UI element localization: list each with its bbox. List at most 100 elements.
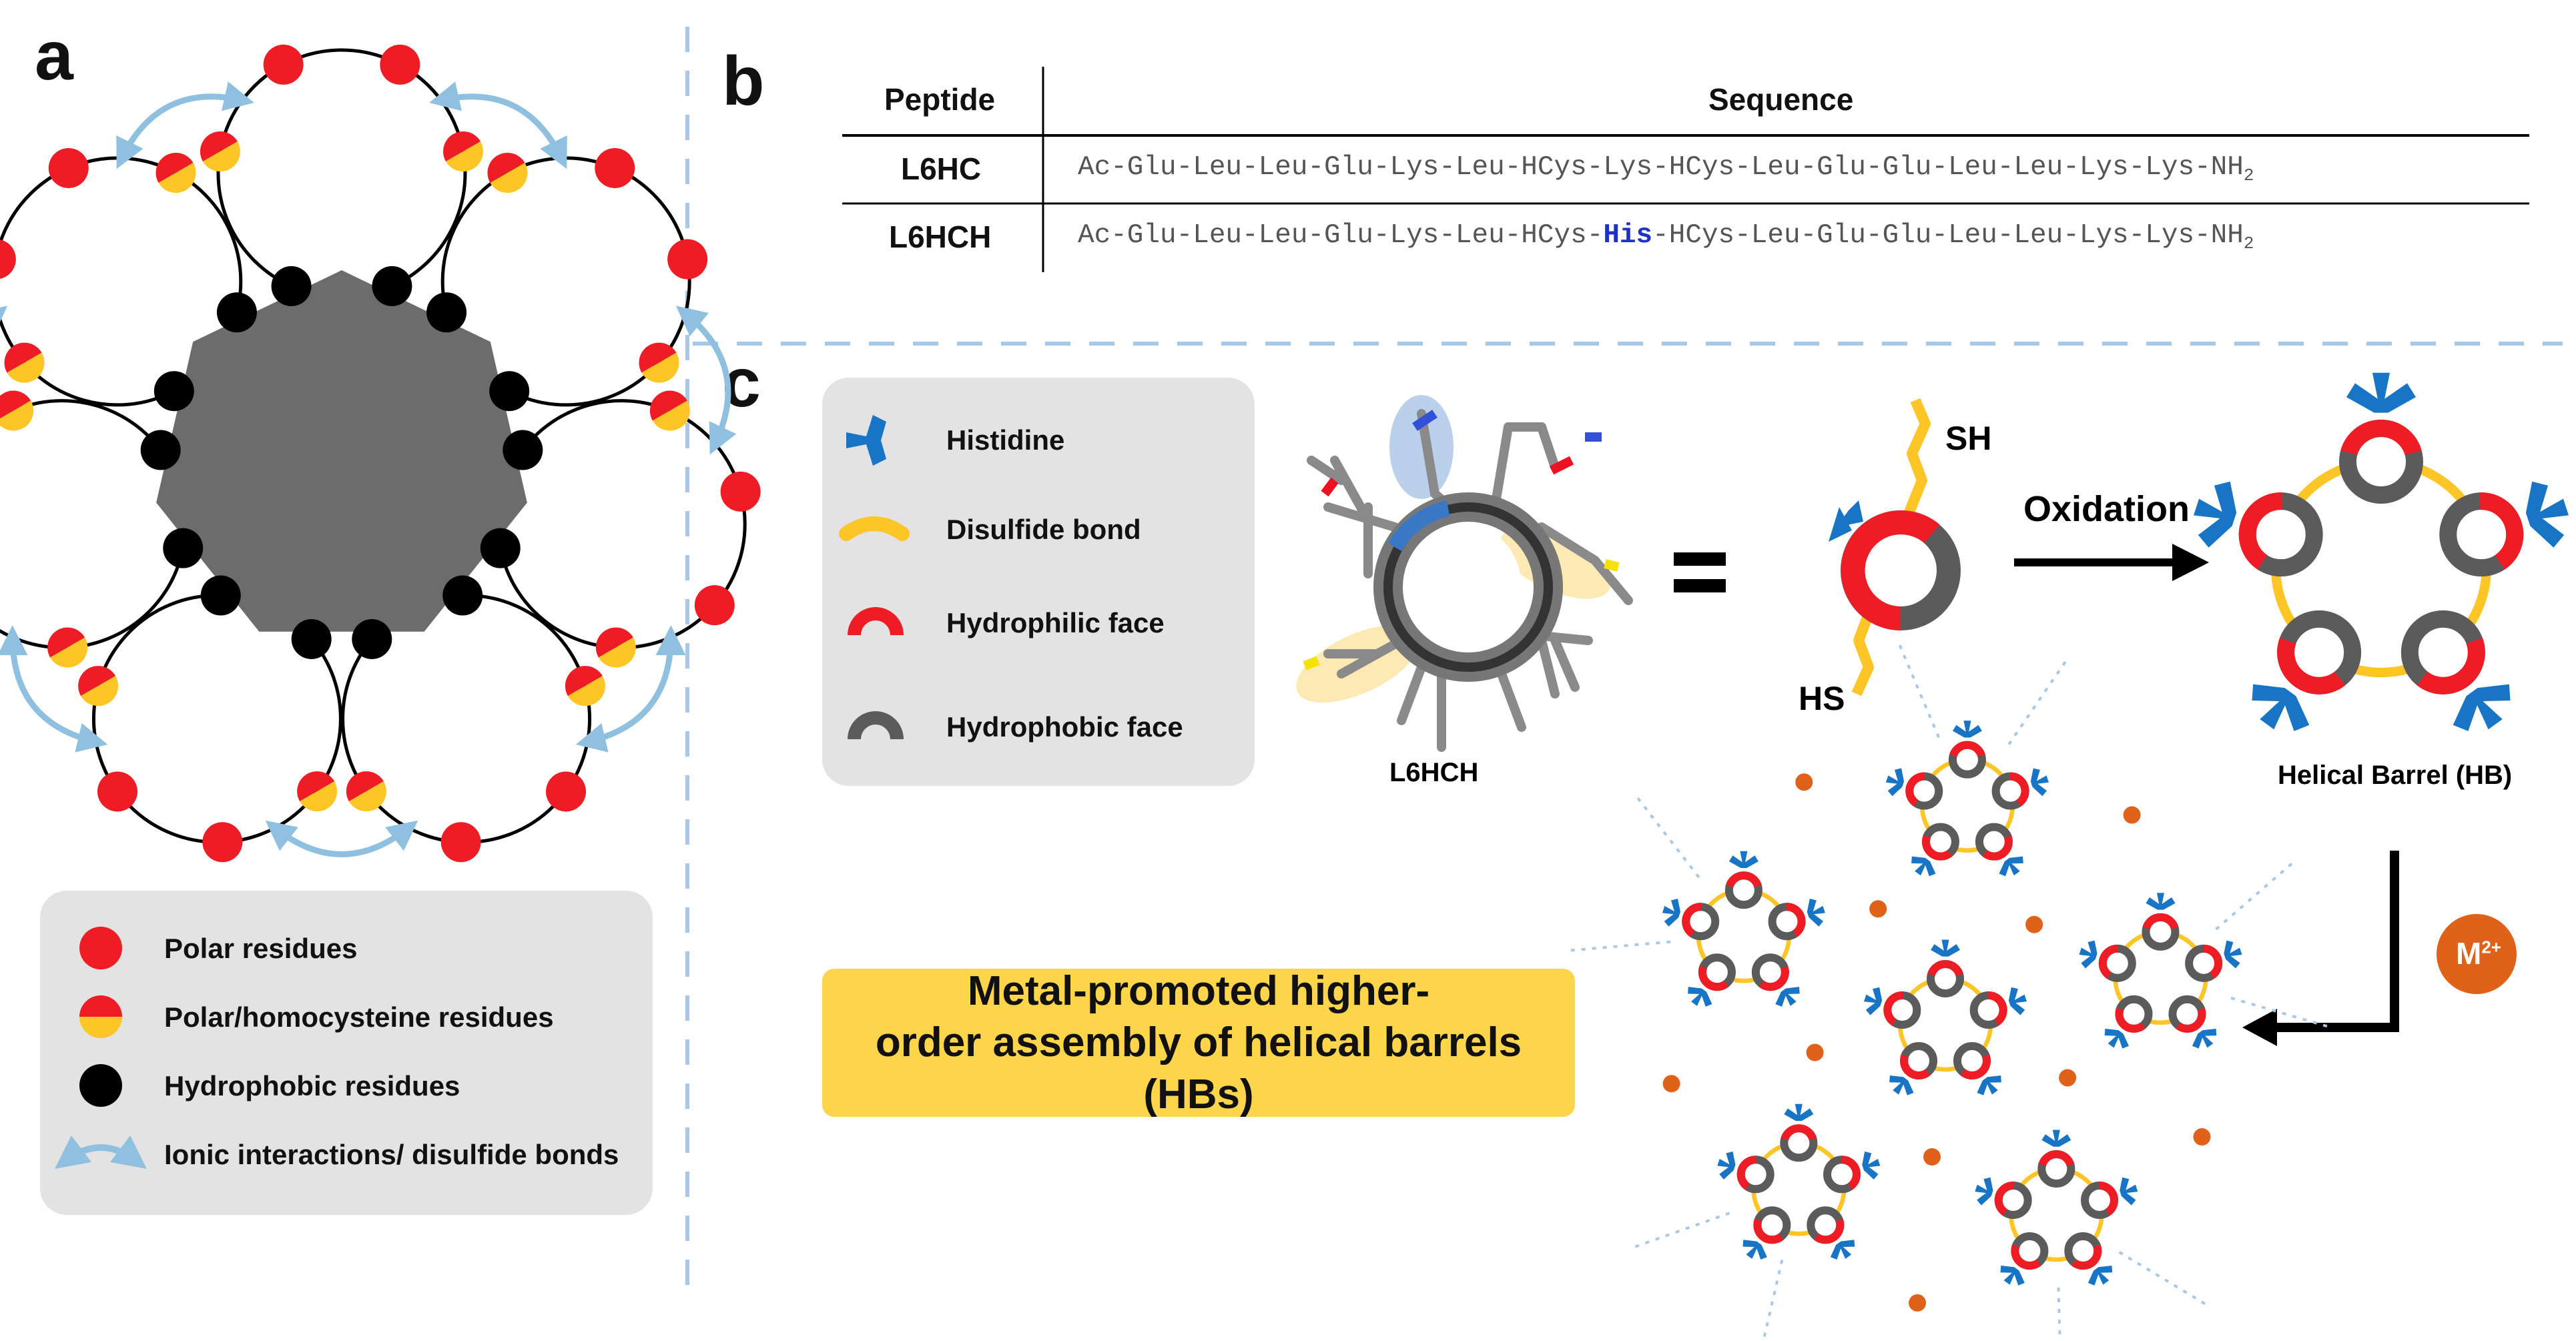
histidine-marker xyxy=(2252,684,2310,731)
histidine-marker xyxy=(2079,940,2098,969)
higher-order-assembly xyxy=(1570,644,2328,1341)
hydrophobic-face-icon xyxy=(848,711,904,740)
histidine-marker xyxy=(1911,856,1936,877)
double-arrow-icon xyxy=(55,1135,147,1170)
helix-hydrophilic xyxy=(1698,965,1729,991)
tether-line xyxy=(2230,996,2328,1028)
helix-hydrophilic xyxy=(2202,944,2223,979)
histidine-marker xyxy=(1977,1075,2001,1095)
helix-hydrophilic xyxy=(1994,1182,2014,1216)
side-chain-stick xyxy=(1590,556,1633,605)
histidine-marker xyxy=(2120,1177,2138,1206)
side-chain-stick xyxy=(1417,409,1439,498)
histidine-marker xyxy=(2008,987,2027,1015)
tether-line xyxy=(2057,1287,2061,1341)
disulfide-bond-icon xyxy=(839,516,910,541)
heptamer-schematic xyxy=(0,44,761,863)
histidine-marker xyxy=(1784,1103,1814,1122)
tether-line xyxy=(2118,1251,2206,1305)
hydrophobic-residue xyxy=(426,292,467,333)
metal-ion-badge xyxy=(2437,914,2517,994)
histidine-marker xyxy=(1975,1177,1993,1206)
helix-hydrophilic xyxy=(2071,1244,2102,1270)
helix-hydrophilic xyxy=(2098,1182,2119,1216)
legend-c-label-1: Disulfide bond xyxy=(946,514,1141,545)
panel-label-a: a xyxy=(35,17,73,95)
seq-0-pre: Ac-Glu-Leu-Leu-Glu-Lys-Leu-HCys- xyxy=(1078,152,1604,183)
polar-homocysteine-residue xyxy=(0,390,34,431)
hydrophobic-residue xyxy=(271,266,312,306)
helix-hydrophilic xyxy=(2238,492,2283,570)
hydrophobic-residue xyxy=(372,266,412,306)
legend-a-label-0: Polar residues xyxy=(164,933,358,964)
tether-line xyxy=(1898,644,1940,739)
panel-label-b: b xyxy=(722,43,765,120)
polar-homocysteine-residue xyxy=(565,666,605,707)
thiol-bottom-label: HS xyxy=(1799,680,1845,717)
histidine-marker xyxy=(2146,893,2176,910)
histidine-marker xyxy=(1807,898,1825,927)
histidine-marker xyxy=(1999,856,2023,877)
helix-loop xyxy=(216,48,467,299)
legend-a-box xyxy=(40,891,653,1215)
hydrophobic-core xyxy=(156,270,527,632)
metal-main: M xyxy=(2456,936,2482,971)
seq-1-pre: Ac-Glu-Leu-Leu-Glu-Lys-Leu-HCys- xyxy=(1078,220,1604,251)
helix-hydrophilic xyxy=(1753,1218,1784,1244)
helix-hydrophilic xyxy=(1781,1124,1817,1141)
tether-line xyxy=(1570,940,1671,952)
seq-1-his: His xyxy=(1603,220,1653,251)
histidine-marker xyxy=(2192,1028,2217,1049)
side-chain-stick xyxy=(1397,662,1426,725)
helix-hydrophilic xyxy=(1960,1054,1991,1079)
polar-homocysteine-residue xyxy=(155,153,196,193)
polar-homocysteine-residue xyxy=(443,131,483,172)
polar-homocysteine-residue xyxy=(4,342,45,383)
polar-homocysteine-residue xyxy=(78,666,119,707)
helix-hydrophilic xyxy=(2115,1007,2146,1033)
helix-hydrophilic xyxy=(2340,420,2422,456)
helical-barrel xyxy=(2194,372,2569,731)
hydrophobic-residue xyxy=(352,618,392,659)
table-row-1-peptide: L6HCH xyxy=(889,219,992,254)
legend-c-box xyxy=(822,378,1255,786)
helix-hydrophilic xyxy=(1900,1054,1931,1079)
helix-hydrophilic xyxy=(1725,871,1762,888)
histidine-icon xyxy=(846,415,886,466)
helix-hydrophilic xyxy=(1682,903,1702,937)
oxidation-label: Oxidation xyxy=(2023,489,2190,529)
structure-label: L6HCH xyxy=(1389,758,1479,787)
interaction-arrow xyxy=(429,81,567,169)
helix-hydrophilic xyxy=(2011,1244,2041,1270)
interaction-arrow xyxy=(575,625,686,753)
histidine-marker xyxy=(1885,768,1905,797)
polar-homocysteine-icon xyxy=(79,995,122,1038)
side-chain-stick xyxy=(1497,669,1526,732)
helix-hydrophilic xyxy=(1982,835,2013,861)
table-header-peptide: Peptide xyxy=(884,82,996,117)
seq-0-post: -HCys-Leu-Glu-Glu-Leu-Leu-Lys-Lys-NH xyxy=(1652,152,2244,183)
hydrophilic-face-icon xyxy=(848,607,904,636)
histidine-marker xyxy=(2224,940,2242,969)
metal-ion xyxy=(1923,1148,1941,1166)
thiol-top-label: SH xyxy=(1945,420,1992,457)
hydrophobic-residue xyxy=(153,371,194,412)
histidine-marker xyxy=(1728,851,1758,869)
polar-residue xyxy=(0,240,16,279)
histidine-marker xyxy=(2104,1028,2129,1049)
single-helix xyxy=(1829,398,1961,697)
helix-hydrophilic xyxy=(1949,741,1985,757)
histidine-marker xyxy=(2030,768,2049,797)
histidine-marker xyxy=(1662,898,1681,927)
legend-a-label-3: Ionic interactions/ disulfide bonds xyxy=(164,1139,619,1170)
polar-homocysteine-residue xyxy=(200,131,240,172)
seq-0-sub: 2 xyxy=(2243,165,2254,186)
polar-homocysteine-residue xyxy=(47,627,88,668)
callout-line-2: order assembly of helical barrels (HBs) xyxy=(875,1019,1522,1118)
histidine-marker xyxy=(2525,481,2569,548)
histidine-marker xyxy=(1952,721,1982,738)
interaction-arrow xyxy=(265,820,418,857)
histidine-marker xyxy=(1688,987,1712,1007)
table-header-sequence: Sequence xyxy=(1708,82,1854,117)
helix-hydrophilic xyxy=(2479,492,2524,570)
